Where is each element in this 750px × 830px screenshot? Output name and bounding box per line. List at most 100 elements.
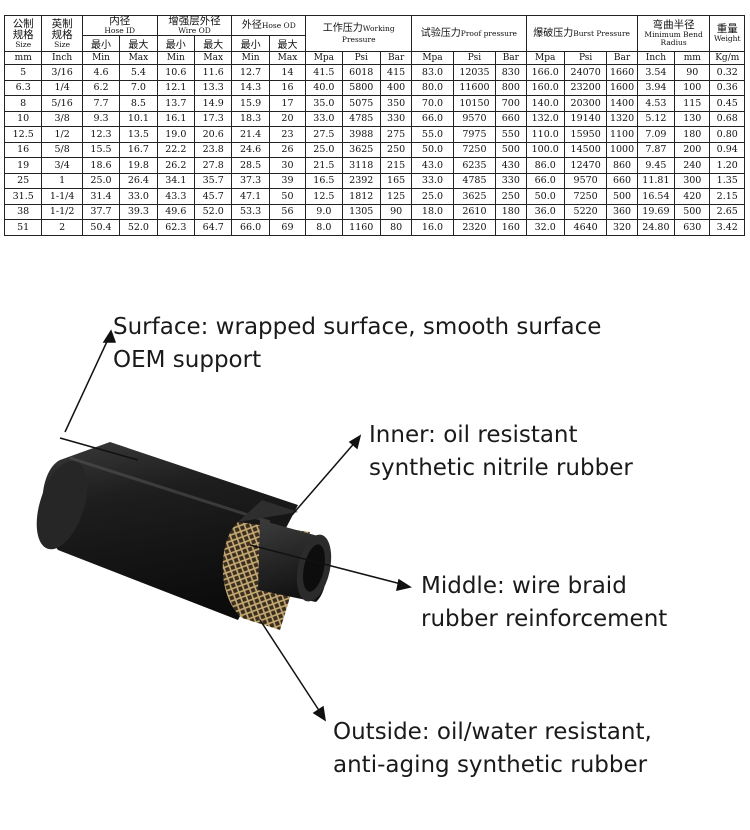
unit-cell: Min (231, 51, 270, 65)
table-cell: 3/4 (41, 157, 83, 174)
table-cell: 860 (606, 157, 638, 174)
header-size-mm: 公制 规格 Size (3, 15, 43, 52)
table-cell: 19 (3, 157, 43, 174)
table-cell: 3.42 (709, 219, 745, 236)
table-cell: 45.7 (193, 188, 233, 205)
table-cell: 6.3 (3, 79, 43, 96)
header-size-inch-zh: 英制 规格 (51, 17, 73, 41)
table-cell: 64.7 (193, 219, 233, 236)
table-cell: 3/8 (41, 110, 83, 127)
table-cell: 500 (606, 188, 638, 205)
label-surface-line1: Surface: wrapped surface, smooth surface (113, 314, 602, 340)
table-cell: 9570 (563, 172, 608, 189)
table-cell: 24.6 (231, 141, 270, 158)
arrow-inner (291, 439, 358, 516)
table-cell: 18.6 (81, 157, 121, 174)
table-cell: 275 (379, 126, 413, 143)
hose-illustration (36, 329, 412, 722)
arrowhead-middle (396, 578, 412, 591)
unit-cell: Inch (636, 51, 676, 65)
header-bend-zh: 弯曲半径 (652, 19, 695, 31)
table-cell: 16.7 (119, 141, 158, 158)
table-cell: 21.4 (231, 126, 270, 143)
table-cell: 27.8 (193, 157, 233, 174)
header-min-zh: 最小 (156, 35, 196, 52)
table-cell: 35.0 (305, 95, 343, 112)
table-cell: 1600 (606, 79, 638, 96)
table-cell: 660 (495, 110, 527, 127)
unit-cell: mm (674, 51, 711, 65)
table-cell: 18.0 (411, 203, 454, 220)
table-cell: 3.54 (636, 64, 676, 81)
header-max-zh: 最大 (268, 35, 307, 52)
unit-cell: Min (156, 51, 196, 65)
header-size-mm-en: Size (15, 39, 32, 49)
table-cell: 12.7 (231, 64, 270, 81)
table-cell: 23 (268, 126, 307, 143)
table-cell: 8.0 (305, 219, 343, 236)
table-cell: 1305 (341, 203, 381, 220)
unit-cell: Inch (41, 51, 83, 65)
table-cell: 4640 (563, 219, 608, 236)
table-cell: 8.5 (119, 95, 158, 112)
table-cell: 12.5 (305, 188, 343, 205)
header-burst-pressure: 爆破压力Burst Pressure (525, 15, 638, 52)
table-cell: 13.5 (119, 126, 158, 143)
table-cell: 13.3 (193, 79, 233, 96)
header-wire-od-zh: 增强层外径 (168, 15, 221, 27)
table-cell: 100.0 (525, 141, 565, 158)
header-max-zh: 最大 (119, 35, 158, 52)
table-cell: 30 (268, 157, 307, 174)
label-inner-line1: Inner: oil resistant (369, 422, 578, 448)
table-cell: 3/16 (41, 64, 83, 81)
table-cell: 25.0 (411, 188, 454, 205)
table-cell: 35.7 (193, 172, 233, 189)
table-cell: 49.6 (156, 203, 196, 220)
table-cell: 115 (674, 95, 711, 112)
header-weight: 重量 Weight (709, 15, 745, 52)
table-cell: 320 (606, 219, 638, 236)
surface-marker-line (59, 437, 139, 461)
table-cell: 5 (3, 64, 43, 81)
unit-cell: Min (81, 51, 121, 65)
table-cell: 26 (268, 141, 307, 158)
table-cell: 1.35 (709, 172, 745, 189)
table-cell: 83.0 (411, 64, 454, 81)
unit-cell: Mpa (305, 51, 343, 65)
table-cell: 100 (674, 79, 711, 96)
table-cell: 5/8 (41, 141, 83, 158)
table-cell: 66.0 (525, 172, 565, 189)
table-cell: 17 (268, 95, 307, 112)
table-cell: 12035 (452, 64, 497, 81)
table-cell: 56 (268, 203, 307, 220)
unit-cell: Kg/m (709, 51, 745, 65)
table-cell: 1320 (606, 110, 638, 127)
table-cell: 415 (379, 64, 413, 81)
table-cell: 39.3 (119, 203, 158, 220)
table-cell: 330 (379, 110, 413, 127)
table-cell: 12470 (563, 157, 608, 174)
table-cell: 0.36 (709, 79, 745, 96)
table-cell: 25.0 (305, 141, 343, 158)
header-max-zh: 最大 (193, 35, 233, 52)
table-cell: 7250 (563, 188, 608, 205)
table-cell: 20300 (563, 95, 608, 112)
header-bend-radius: 弯曲半径 Minimum Bend Radius (636, 15, 711, 52)
table-cell: 33.0 (305, 110, 343, 127)
table-cell: 19.0 (156, 126, 196, 143)
arrowhead-outside (312, 705, 326, 722)
table-cell: 7250 (452, 141, 497, 158)
table-cell: 4.53 (636, 95, 676, 112)
arrow-surface (64, 334, 111, 433)
header-proof-en: Proof pressure (460, 29, 517, 38)
table-cell: 32.0 (525, 219, 565, 236)
table-cell: 50 (268, 188, 307, 205)
header-weight-zh: 重量 (716, 23, 738, 35)
table-cell: 11.81 (636, 172, 676, 189)
table-cell: 9570 (452, 110, 497, 127)
table-cell: 36.0 (525, 203, 565, 220)
table-cell: 14 (268, 64, 307, 81)
